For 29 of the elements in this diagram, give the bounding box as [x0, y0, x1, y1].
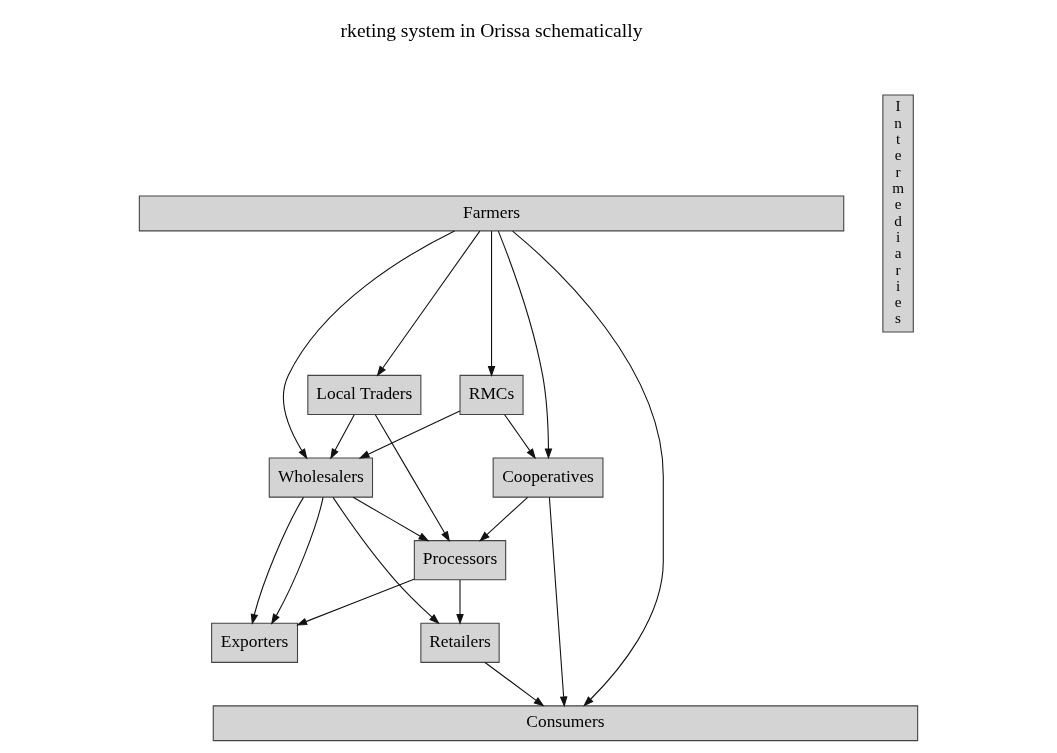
arrow [352, 496, 430, 542]
arrow [283, 230, 456, 460]
arrow [376, 230, 481, 377]
arrow [504, 414, 536, 460]
arrow [332, 496, 440, 625]
node-box: Intermediaries [882, 94, 914, 333]
node-box: Exporters [211, 622, 299, 663]
arrow [270, 496, 324, 625]
arrow [487, 230, 496, 377]
node-box: Retailers [420, 622, 500, 663]
arrow [250, 496, 305, 625]
node-box: Consumers [212, 705, 919, 742]
node-box: Processors [413, 540, 507, 581]
arrow [296, 578, 415, 626]
arrow [358, 410, 461, 459]
label: rketing system in Orissa schematically [340, 19, 643, 41]
arrow [484, 661, 545, 707]
arrow [456, 579, 464, 625]
node-box: Local Traders [307, 374, 422, 416]
arrow [548, 496, 568, 708]
arrow [479, 496, 529, 542]
node-box: Cooperatives [492, 457, 604, 498]
arrow [497, 230, 553, 460]
node-box: Farmers [138, 195, 845, 232]
node-box: RMCs [459, 374, 524, 416]
node-box: Wholesalers [268, 457, 374, 498]
arrow [374, 414, 450, 543]
arrow [512, 230, 664, 707]
arrow [330, 414, 355, 460]
